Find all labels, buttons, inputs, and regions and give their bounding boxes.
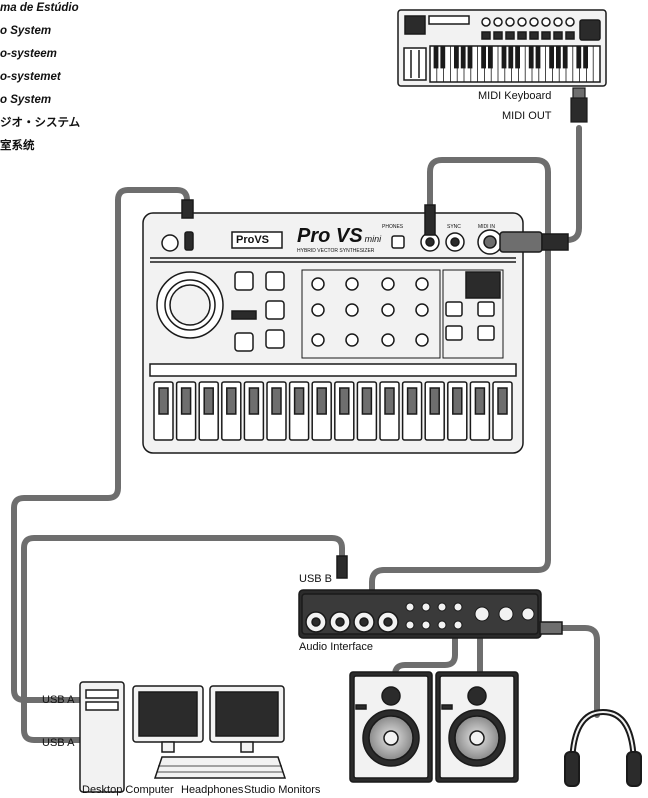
audio-interface-label: Audio Interface bbox=[299, 641, 373, 653]
black-key bbox=[441, 46, 445, 68]
synth-pad-light bbox=[272, 388, 281, 414]
midi-plug bbox=[571, 88, 587, 122]
synth-knob bbox=[346, 334, 358, 346]
synth-logo-sub: mini bbox=[365, 234, 382, 244]
usb-a-label-bottom: USB A bbox=[42, 737, 74, 749]
studio-monitor-left bbox=[350, 672, 432, 782]
synth-pad-light bbox=[204, 388, 213, 414]
black-key bbox=[502, 46, 506, 68]
synth-pad-light bbox=[340, 388, 349, 414]
studio-monitor-right bbox=[436, 672, 518, 782]
black-key bbox=[468, 46, 472, 68]
black-key bbox=[550, 46, 554, 68]
synth-knob bbox=[382, 304, 394, 316]
synth-badge: ProVS bbox=[236, 234, 269, 246]
midi-keyboard-label: MIDI Keyboard bbox=[478, 90, 551, 102]
black-key bbox=[556, 46, 560, 68]
synth-pad-light bbox=[182, 388, 191, 414]
synth-pad-light bbox=[362, 388, 371, 414]
synth-pad-light bbox=[385, 388, 394, 414]
black-key bbox=[454, 46, 458, 68]
synth-pad-light bbox=[430, 388, 439, 414]
usb-a-label-top: USB A bbox=[42, 694, 74, 706]
synth-knob bbox=[346, 278, 358, 290]
synth-pad-light bbox=[317, 388, 326, 414]
black-key bbox=[584, 46, 588, 68]
black-key bbox=[509, 46, 513, 68]
studio-monitors-label: Studio Monitors bbox=[244, 784, 320, 796]
black-key bbox=[482, 46, 486, 68]
synth-knob bbox=[312, 278, 324, 290]
black-key bbox=[461, 46, 465, 68]
synth-jack-phones-label: PHONES bbox=[382, 224, 403, 230]
synth-pad-light bbox=[453, 388, 462, 414]
synth-jack-midi-label: MIDI IN bbox=[478, 224, 495, 230]
black-key bbox=[488, 46, 492, 68]
synth-knob bbox=[382, 278, 394, 290]
synth-pad-light bbox=[249, 388, 258, 414]
black-key bbox=[529, 46, 533, 68]
synth-jack-sync-label: SYNC bbox=[447, 224, 461, 230]
headphones-label: Headphones bbox=[181, 784, 243, 796]
usb-b-label: USB B bbox=[299, 573, 332, 585]
black-key bbox=[577, 46, 581, 68]
synth-pad-light bbox=[408, 388, 417, 414]
synth-knob bbox=[416, 278, 428, 290]
midi-out-label: MIDI OUT bbox=[502, 110, 552, 122]
headphone-cable bbox=[560, 628, 597, 715]
synth-knob bbox=[382, 334, 394, 346]
black-key bbox=[536, 46, 540, 68]
synth-pad-light bbox=[295, 388, 304, 414]
synth-knob bbox=[416, 304, 428, 316]
synth-pad-light bbox=[227, 388, 236, 414]
synth-knob bbox=[312, 304, 324, 316]
black-key bbox=[434, 46, 438, 68]
headphones-device bbox=[565, 712, 641, 786]
synth-pad-light bbox=[159, 388, 168, 414]
synth-pad-light bbox=[475, 388, 484, 414]
synth-knob bbox=[416, 334, 428, 346]
black-key bbox=[563, 46, 567, 68]
synth-logo-main: Pro VS bbox=[297, 225, 363, 247]
midi-keyboard bbox=[398, 10, 606, 86]
synth-pad-light bbox=[498, 388, 507, 414]
black-key bbox=[516, 46, 520, 68]
desktop-computer bbox=[80, 682, 285, 792]
desktop-computer-label: Desktop Computer bbox=[82, 784, 174, 796]
synth-knob bbox=[312, 334, 324, 346]
synth-knob bbox=[346, 304, 358, 316]
synth-subtitle: HYBRID VECTOR SYNTHESIZER bbox=[297, 248, 374, 254]
